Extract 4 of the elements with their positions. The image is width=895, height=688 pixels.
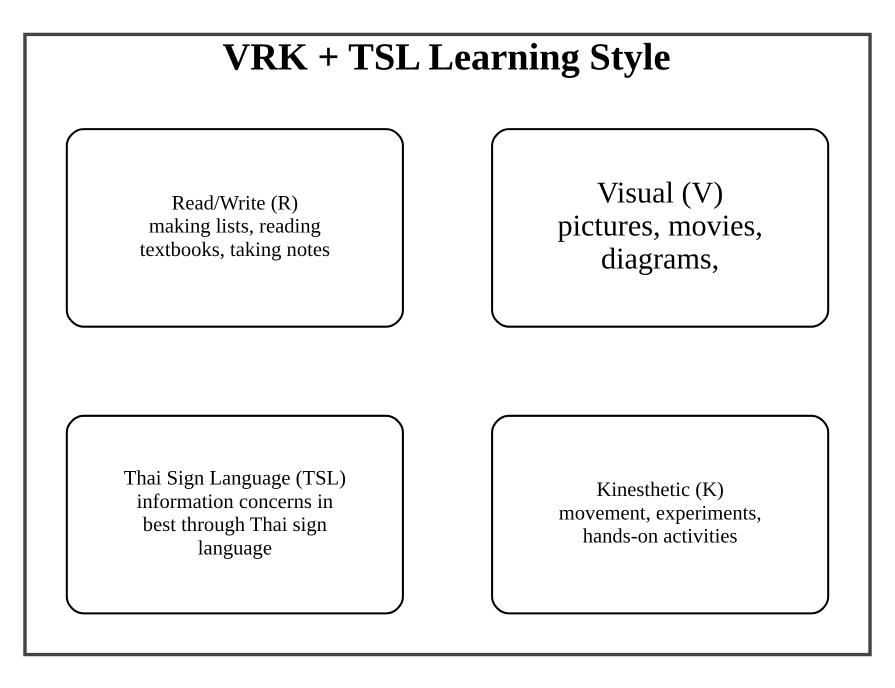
node-box: Kinesthetic (K) movement, experiments, hands-on activities bbox=[491, 414, 830, 614]
node-box: Visual (V) pictures, movies, diagrams, bbox=[491, 128, 830, 328]
node-box: Read/Write (R) making lists, reading textbooks, taking notes bbox=[66, 128, 404, 328]
node-box: Thai Sign Language (TSL) information concerns in best through Thai sign language bbox=[66, 414, 404, 614]
